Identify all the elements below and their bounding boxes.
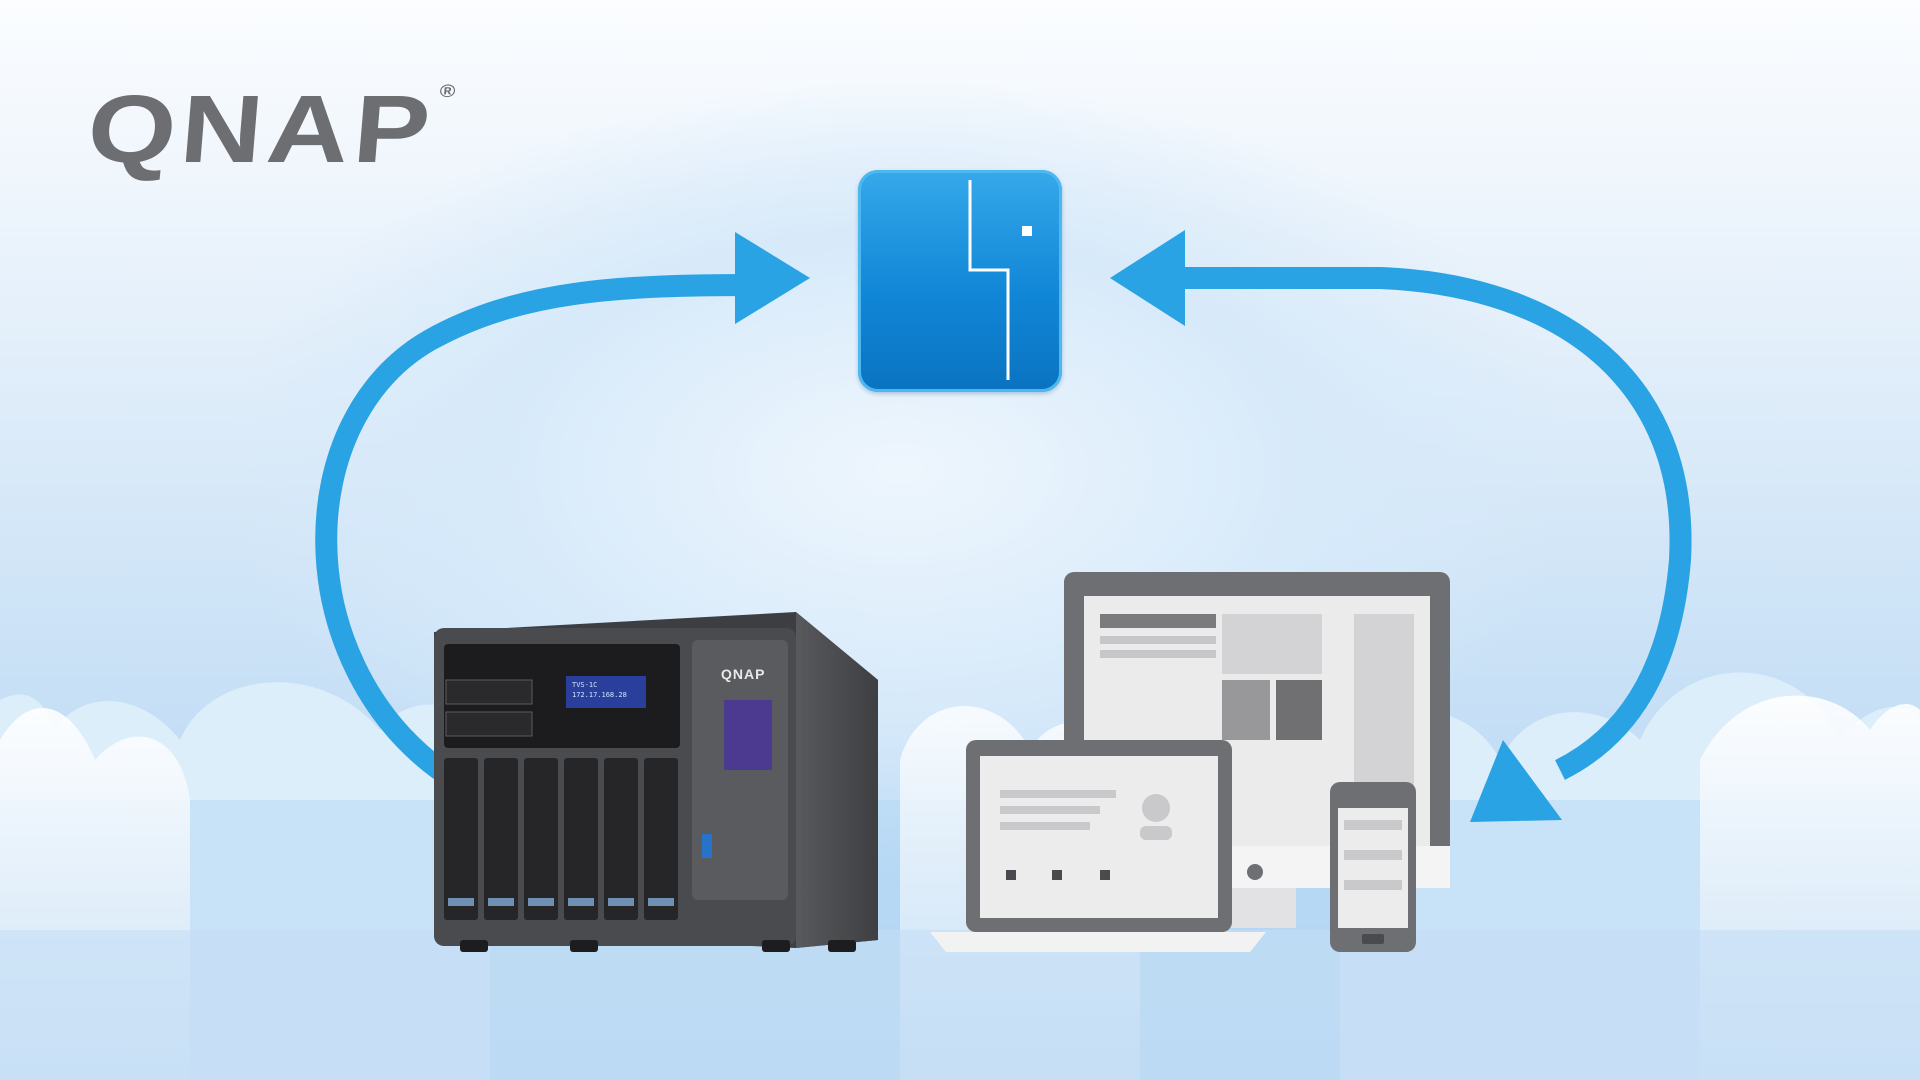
sync-arrow-right bbox=[1168, 267, 1692, 780]
sync-arrow-left bbox=[315, 274, 756, 779]
smartphone bbox=[1330, 782, 1416, 952]
app-glyph-icon bbox=[968, 180, 1032, 380]
nas-lcd: TVS-1C 172.17.168.28 bbox=[572, 680, 644, 708]
laptop bbox=[930, 740, 1266, 952]
lcd-line-1: TVS-1C bbox=[572, 681, 598, 689]
registered-mark: ® bbox=[438, 81, 457, 101]
cloud-app-icon bbox=[858, 170, 1062, 392]
logo-text: QNAP bbox=[83, 76, 439, 183]
sync-arrow-bottom-head bbox=[1470, 740, 1562, 822]
lcd-line-2: 172.17.168.28 bbox=[572, 691, 627, 699]
sync-arrow-right-head bbox=[1110, 230, 1185, 326]
clouds-front bbox=[0, 695, 1920, 1080]
nas-device bbox=[434, 612, 878, 952]
qnap-logo: QNAP® bbox=[84, 76, 457, 183]
sync-arrow-left-head bbox=[735, 232, 810, 324]
nas-front-logo: QNAP bbox=[721, 666, 766, 682]
